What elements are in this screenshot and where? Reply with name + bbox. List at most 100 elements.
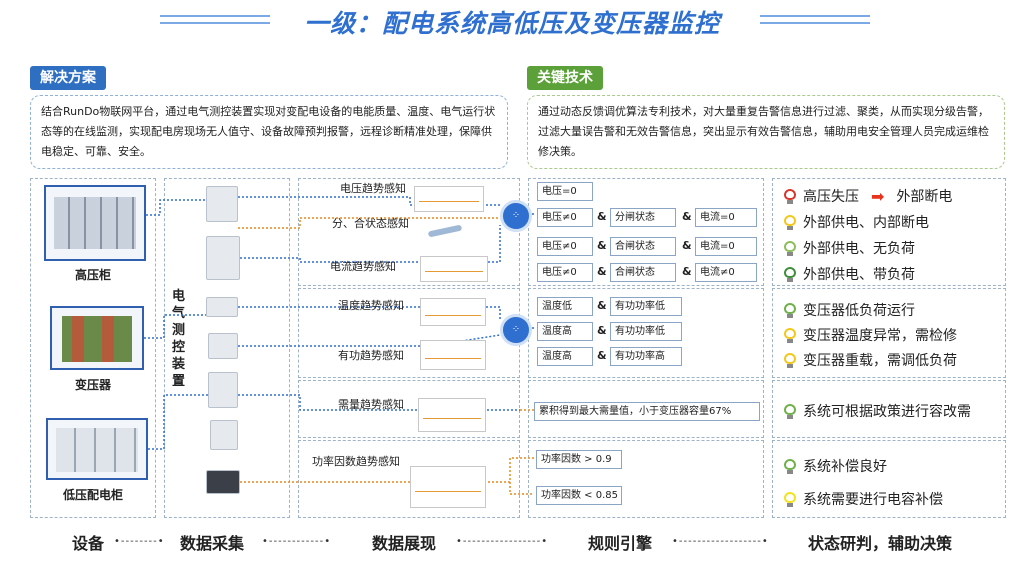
flow-step: 数据展现 (372, 534, 437, 553)
device-label: 低压配电柜 (62, 488, 123, 502)
rule-cell: 电压≠0 (537, 208, 593, 227)
and-operator: & (597, 349, 607, 362)
trend-label: 功率因数趋势感知 (312, 455, 400, 468)
flow-step: 数据采集 (180, 534, 245, 553)
collection-panel (164, 178, 290, 518)
trend-chart (418, 398, 486, 432)
flow-connector: •-----------------• (456, 536, 549, 547)
meter-device (208, 372, 238, 408)
status-item: 系统补偿良好 (784, 456, 887, 476)
green-bulb-icon (784, 266, 796, 282)
flow-step: 设备 (72, 534, 105, 553)
flow-connector: •------------• (262, 536, 332, 547)
transformer-image (50, 306, 144, 370)
flow-step: 状态研判，辅助决策 (808, 534, 953, 553)
logic-hub-icon: ⁘ (500, 314, 532, 346)
red-bulb-icon (784, 188, 796, 204)
trend-chart (410, 466, 486, 508)
status-panel-1 (772, 178, 1006, 286)
trend-label: 温度趋势感知 (338, 299, 404, 312)
rule-cell: 分闸状态 (610, 208, 676, 227)
devices-panel (30, 178, 156, 518)
trend-label: 分、合状态感知 (332, 217, 409, 230)
status-panel-4 (772, 440, 1006, 518)
device-label: 变压器 (74, 378, 111, 392)
logic-hub-icon: ⁘ (500, 200, 532, 232)
status-panel-2 (772, 288, 1006, 378)
trend-chart (420, 340, 486, 370)
tech-tag: 关键技术 (527, 66, 603, 90)
rule-cell: 有功功率低 (610, 322, 682, 341)
flow-connector: •--------• (114, 536, 165, 547)
rule-cell: 电流=0 (695, 208, 757, 227)
meter-device (208, 333, 238, 359)
yellow-bulb-icon (784, 327, 796, 343)
rule-cell: 功率因数 < 0.85 (536, 486, 622, 505)
status-item: 外部供电、内部断电 (784, 212, 929, 232)
trend-chart (420, 298, 486, 326)
rule-cell: 温度高 (537, 347, 593, 366)
rule-cell: 合闸状态 (610, 263, 676, 282)
rule-cell: 电流≠0 (695, 263, 757, 282)
flow-step: 规则引擎 (588, 534, 653, 553)
low-voltage-cabinet-image (46, 418, 148, 480)
title-decoration-right (760, 15, 870, 17)
high-voltage-cabinet-image (44, 185, 146, 261)
and-operator: & (682, 210, 692, 223)
status-item: 高压失压 ➡ 外部断电 (784, 186, 952, 206)
trend-chart (414, 186, 484, 212)
trend-label: 有功趋势感知 (338, 349, 404, 362)
and-operator: & (597, 210, 607, 223)
rule-cell: 电压≠0 (537, 263, 593, 282)
status-item: 系统可根据政策进行容改需 (784, 401, 971, 421)
and-operator: & (597, 299, 607, 312)
meter-device (206, 236, 240, 280)
status-item: 外部供电、带负荷 (784, 264, 915, 284)
and-operator: & (597, 324, 607, 337)
trend-label: 电流趋势感知 (330, 260, 396, 273)
rule-cell: 电压=0 (537, 182, 593, 201)
rule-cell: 电压≠0 (537, 237, 593, 256)
trend-panel-4 (298, 440, 520, 518)
rule-cell: 有功功率低 (610, 297, 682, 316)
status-panel-3 (772, 380, 1006, 438)
right-arrow-icon: ➡ (871, 186, 885, 206)
page-title: 一级：配电系统高低压及变压器监控 (303, 9, 720, 38)
trend-label: 需量趋势感知 (338, 398, 404, 411)
rule-panel-1 (528, 178, 764, 286)
rule-cell: 累积得到最大需量值，小于变压器容量67% (534, 402, 760, 421)
meter-device (206, 470, 240, 494)
and-operator: & (597, 239, 607, 252)
green-bulb-icon (784, 403, 796, 419)
collector-label: 电气测控装置 (172, 289, 186, 389)
yellow-bulb-icon (784, 491, 796, 507)
title-decoration-left (160, 22, 270, 24)
light-green-bulb-icon (784, 240, 796, 256)
title-decoration-right (760, 22, 870, 24)
rule-cell: 温度高 (537, 322, 593, 341)
trend-label: 电压趋势感知 (340, 182, 406, 195)
meter-device (206, 297, 238, 317)
rule-cell: 温度低 (537, 297, 593, 316)
trend-panel-1 (298, 178, 520, 286)
and-operator: & (597, 265, 607, 278)
trend-chart (420, 256, 488, 282)
meter-device (210, 420, 238, 450)
device-label: 高压柜 (74, 268, 111, 282)
yellow-bulb-icon (784, 352, 796, 368)
status-item: 系统需要进行电容补偿 (784, 489, 943, 509)
rule-cell: 电流=0 (695, 237, 757, 256)
tech-text: 通过动态反馈调优算法专利技术，对大量重复告警信息进行过滤、聚类，从而实现分级告警… (527, 95, 1005, 169)
rule-cell: 合闸状态 (610, 237, 676, 256)
rule-cell: 功率因数 > 0.9 (536, 450, 622, 469)
flow-connector: •------------------• (672, 536, 769, 547)
title-decoration-left (160, 15, 270, 17)
status-item: 变压器温度异常，需检修 (784, 325, 957, 345)
status-item: 变压器低负荷运行 (784, 300, 915, 320)
green-bulb-icon (784, 458, 796, 474)
green-bulb-icon (784, 302, 796, 318)
trend-panel-3 (298, 380, 520, 438)
meter-device (206, 186, 238, 222)
status-item: 外部供电、无负荷 (784, 238, 915, 258)
and-operator: & (682, 239, 692, 252)
